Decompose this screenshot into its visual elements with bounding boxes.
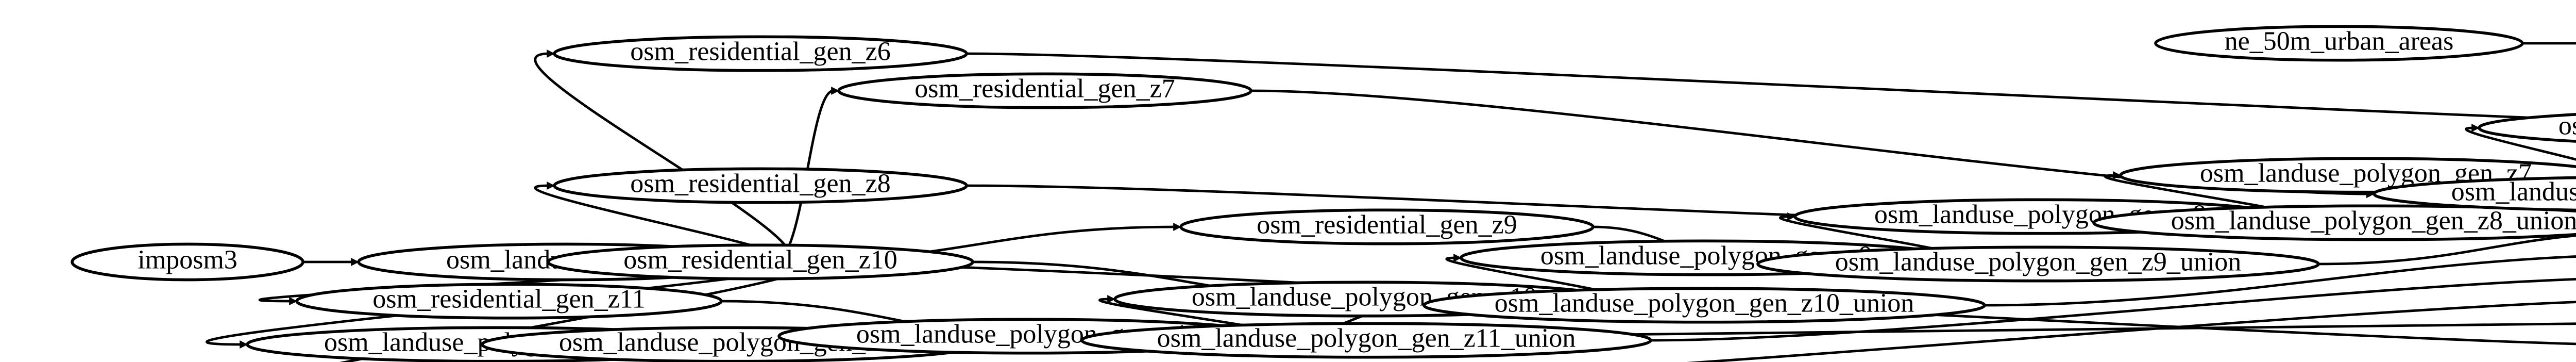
graph-edge [534, 52, 792, 264]
graph-node-osm-residential-gen-z6[interactable]: osm_residential_gen_z6 [553, 35, 968, 72]
node-label: osm_landuse_polygon_gen_z8_union [2171, 206, 2576, 236]
graph-node-ne-50m-urban-areas[interactable]: ne_50m_urban_areas [2154, 25, 2524, 62]
node-ellipse [1080, 322, 1652, 359]
node-label: imposm3 [138, 245, 238, 275]
node-label: osm_landuse_polygon_gen_z6 [2558, 111, 2576, 141]
node-ellipse [1756, 245, 2320, 283]
node-ellipse [547, 243, 974, 281]
edge-arrowhead-icon [1173, 223, 1182, 231]
node-ellipse [2372, 176, 2576, 212]
graph-edge [1984, 255, 2576, 307]
graph-edge [966, 52, 2576, 121]
node-label: osm_landuse_polygon_gen_z10_union [1495, 289, 1914, 318]
graph-edge [1650, 277, 2576, 342]
node-ellipse [837, 72, 1252, 109]
edge-arrowhead-icon [289, 297, 298, 305]
node-label: osm_residential_gen_z6 [630, 37, 890, 67]
edge-arrowhead-icon [831, 87, 840, 95]
graph-edge [2465, 126, 2576, 161]
graph-node-osm-residential-gen-z8[interactable]: osm_residential_gen_z8 [553, 167, 968, 204]
graph-node-osm-residential-gen-z10[interactable]: osm_residential_gen_z10 [547, 243, 974, 281]
edge-arrowhead-icon [1107, 295, 1116, 303]
node-label: ne_50m_urban_areas [2225, 27, 2454, 56]
node-label: osm_landuse_polygon_gen_z7_union [2451, 177, 2576, 207]
node-ellipse [1179, 208, 1595, 245]
node-ellipse [553, 35, 968, 72]
graph-node-osm-landuse-polygon-gen-z8-union[interactable]: osm_landuse_polygon_gen_z8_union [2092, 204, 2576, 241]
edge-arrowhead-icon [351, 258, 360, 266]
node-label: osm_residential_gen_z7 [914, 74, 1175, 104]
node-label: osm_residential_gen_z8 [630, 169, 890, 199]
node-label: osm_landuse_polygon_gen_z9_union [1835, 248, 2242, 277]
edge-arrowhead-icon [547, 50, 555, 58]
graph-edge [1686, 301, 2576, 362]
node-ellipse [2154, 25, 2524, 62]
edge-arrowhead-icon [2471, 124, 2480, 132]
node-ellipse [2092, 204, 2576, 241]
node-ellipse [71, 242, 304, 282]
node-ellipse [2478, 113, 2576, 143]
graph-edge [2318, 234, 2576, 266]
node-label: osm_residential_gen_z9 [1257, 210, 1517, 240]
node-label: osm_landuse_polygon_gen_z11_union [1157, 324, 1576, 353]
node-ellipse [1422, 287, 1986, 324]
graph-node-osm-landuse-polygon-gen-z10-union[interactable]: osm_landuse_polygon_gen_z10_union [1422, 287, 1986, 324]
graph-node-osm-residential-gen-z7[interactable]: osm_residential_gen_z7 [837, 72, 1252, 109]
edge-arrowhead-icon [1453, 254, 1462, 262]
node-layer: imposm3osm_landuse_polygonosm_residentia… [71, 25, 2576, 362]
edge-arrowhead-icon [547, 182, 555, 190]
edge-arrowhead-icon [240, 340, 248, 349]
node-ellipse [295, 283, 723, 320]
node-ellipse [553, 167, 968, 204]
node-label: osm_residential_gen_z11 [372, 285, 646, 314]
graph-node-osm-landuse-polygon-gen-z9-union[interactable]: osm_landuse_polygon_gen_z9_union [1756, 245, 2320, 283]
graph-node-osm-residential-gen-z11[interactable]: osm_residential_gen_z11 [295, 283, 723, 320]
graph-node-imposm3[interactable]: imposm3 [71, 242, 304, 282]
graph-node-osm-residential-gen-z9[interactable]: osm_residential_gen_z9 [1179, 208, 1595, 245]
graph-node-osm-landuse-polygon-gen-z6[interactable]: osm_landuse_polygon_gen_z6 [2478, 111, 2576, 144]
node-label: osm_residential_gen_z10 [623, 245, 897, 275]
graph-node-osm-landuse-polygon-gen-z7-union[interactable]: osm_landuse_polygon_gen_z7_union [2372, 176, 2576, 212]
graph-node-osm-landuse-polygon-gen-z11-union[interactable]: osm_landuse_polygon_gen_z11_union [1080, 322, 1652, 359]
